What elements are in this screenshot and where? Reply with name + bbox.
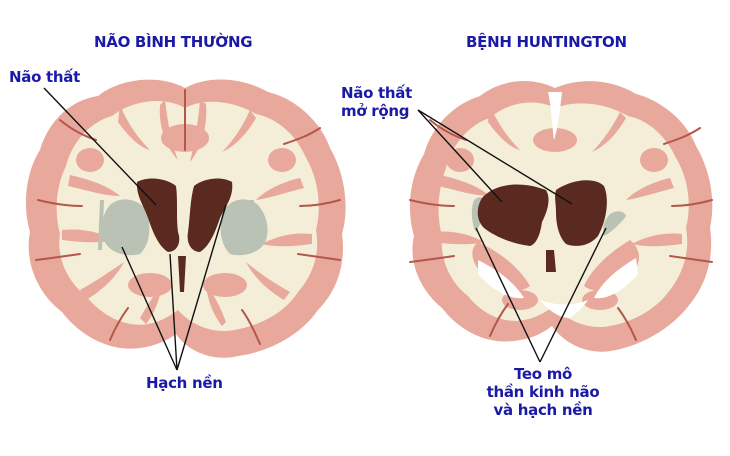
- atrophy-label: Teo mô thần kinh não và hạch nền: [478, 365, 608, 419]
- enlarged-ventricle-label-line1: Não thất: [341, 84, 412, 102]
- normal-brain-sulci: [35, 89, 341, 345]
- normal-brain-white-matter: [56, 101, 319, 332]
- huntington-brain-sulci: [409, 119, 713, 341]
- enlarged-ventricle-label: Não thất mở rộng: [341, 84, 412, 120]
- normal-brain-title: NÃO BÌNH THƯỜNG: [94, 33, 253, 51]
- normal-basal-ganglia-right: [220, 199, 268, 256]
- huntington-brain-gyri: [432, 105, 682, 310]
- normal-basal-ganglia-left: [102, 199, 150, 256]
- atrophy-label-line3: và hạch nền: [493, 401, 593, 419]
- normal-brain: [25, 79, 346, 371]
- normal-internal-capsule-right: [250, 200, 256, 250]
- huntington-brain-title: BỆNH HUNTINGTON: [466, 33, 627, 51]
- huntington-leader-lines: [417, 109, 607, 363]
- ventricle-label: Não thất: [9, 68, 80, 86]
- normal-ventricle-right: [187, 178, 233, 252]
- normal-brain-gyri: [62, 100, 312, 326]
- enlarged-ventricle-label-line2: mở rộng: [341, 102, 410, 120]
- huntington-ventricle-right: [555, 180, 607, 246]
- normal-third-ventricle: [178, 256, 186, 292]
- huntington-brain: [409, 81, 713, 363]
- huntington-basal-ganglia-right: [603, 211, 626, 236]
- atrophy-label-line2: thần kinh não: [486, 383, 600, 401]
- atrophy-label-line1: Teo mô: [513, 365, 573, 383]
- normal-internal-capsule-left: [98, 200, 104, 250]
- huntington-ventricle-left: [477, 184, 549, 246]
- huntington-third-ventricle: [546, 250, 556, 272]
- basal-ganglia-label: Hạch nền: [146, 374, 223, 392]
- normal-leader-lines: [43, 87, 227, 371]
